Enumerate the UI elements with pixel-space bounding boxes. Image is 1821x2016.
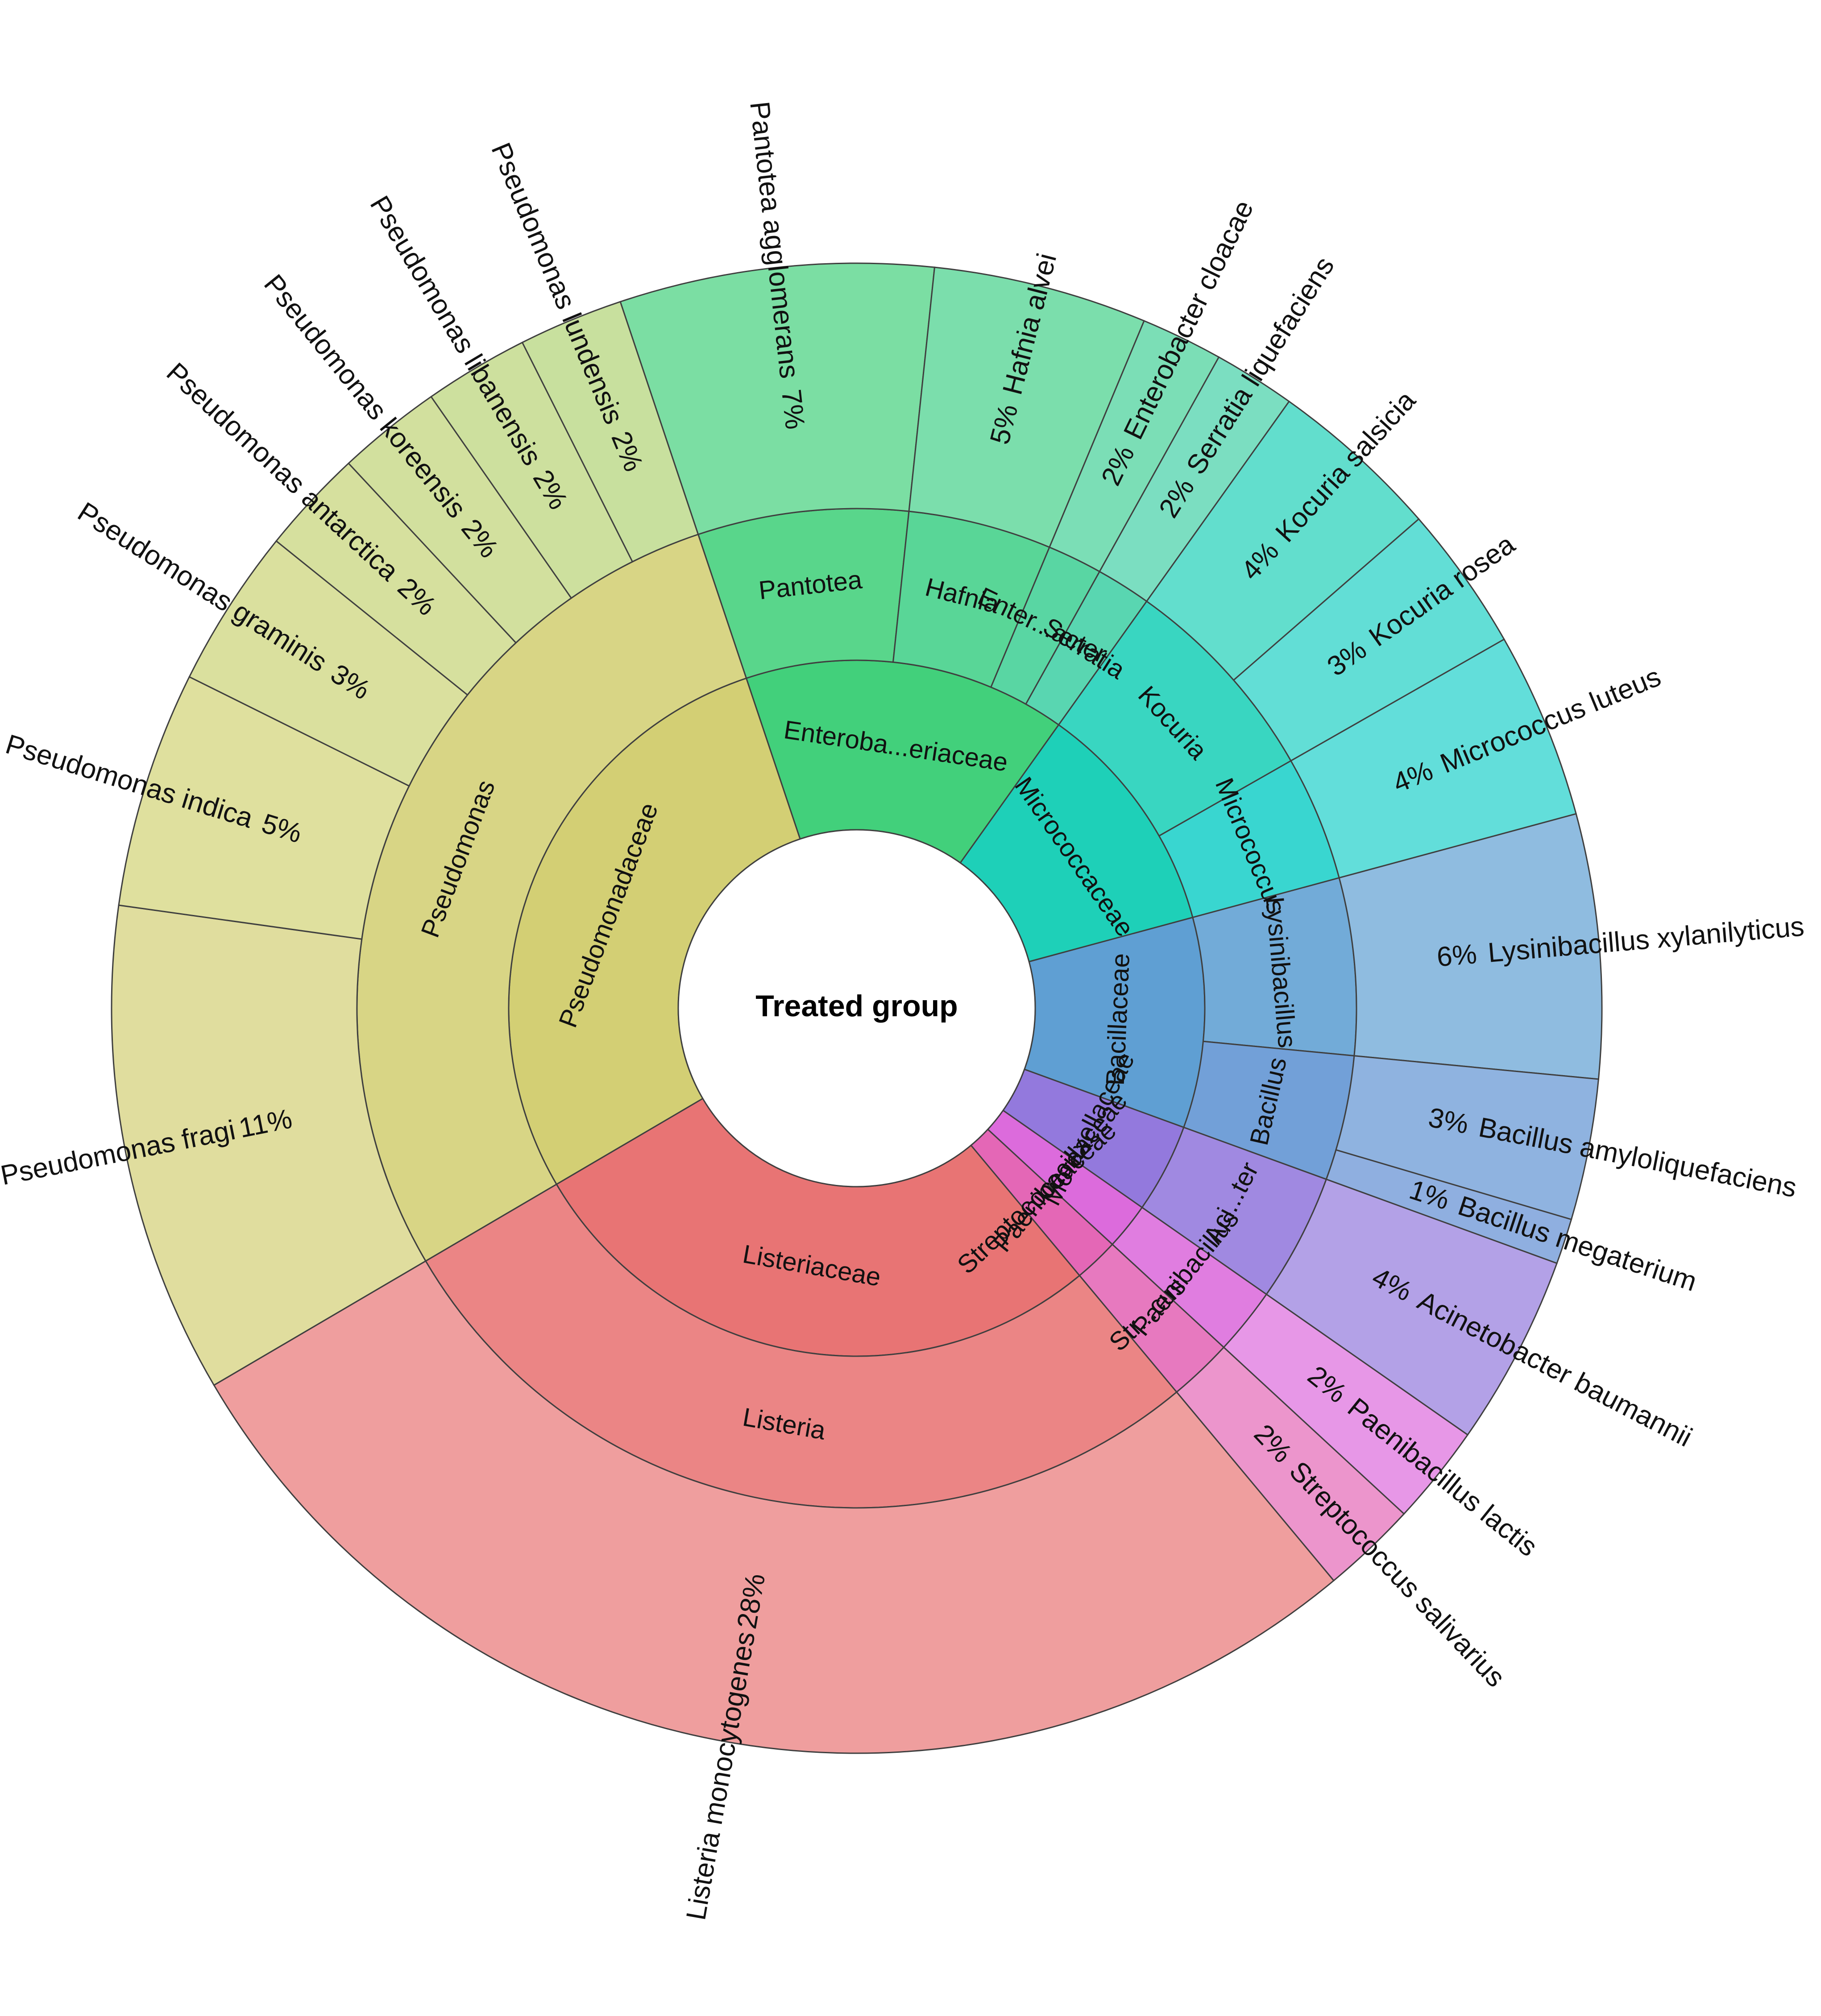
center-hole	[677, 829, 1036, 1188]
species-segment-pseudomonas-fragi	[111, 904, 427, 1386]
family-label-bacillaceae: Bacillaceae	[1100, 952, 1135, 1086]
species-segment-listeria-monocytogenes	[213, 1260, 1335, 1754]
species-pantotea-agglomerans-pct: 7%	[776, 388, 810, 431]
center-title: Treated group	[755, 989, 958, 1023]
species-lysinibacillus-xylanilyticus-pct: 6%	[1435, 939, 1478, 973]
species-bacillus-amyloliquefaciens-pct: 3%	[1426, 1102, 1471, 1140]
species-segment-pseudomonas-lundensis	[521, 301, 699, 563]
sunburst-rings	[111, 262, 1603, 1754]
